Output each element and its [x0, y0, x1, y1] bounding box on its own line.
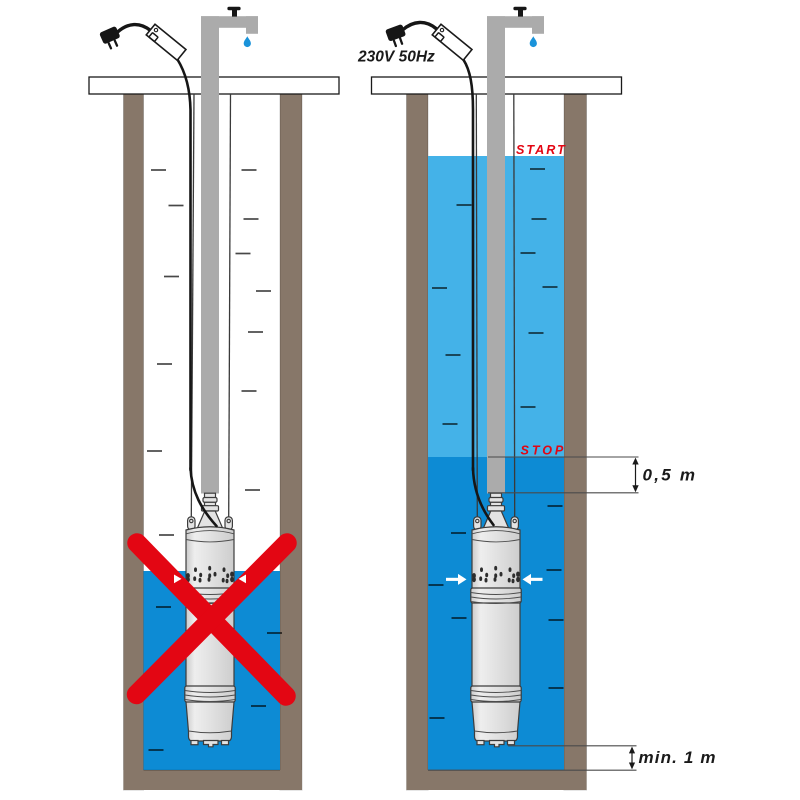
box-shape [145, 23, 187, 62]
flow-arrow-left-in-right-icon [238, 574, 246, 584]
pump-right [470, 492, 522, 748]
power-cable-right-entry [471, 466, 495, 527]
power-cable-left [176, 58, 192, 472]
water-texture-right [428, 168, 564, 719]
safety-rope-line [475, 93, 478, 518]
dimension-arrowhead-up [632, 457, 639, 465]
well-right-floor [406, 770, 587, 790]
power-cable-left-entry [189, 466, 218, 528]
well-right [370, 6, 639, 791]
red-cross-stroke [126, 533, 297, 705]
flow-arrow-head [522, 573, 531, 585]
dimension-arrowhead-down [632, 485, 639, 493]
dimension-stop-depth [488, 457, 639, 494]
flow-arrow-stem [446, 577, 458, 581]
water-drop-right-icon [529, 36, 537, 48]
stop-depth-label: 0,5 m [643, 465, 696, 484]
control-box-right [431, 23, 473, 62]
power-cable-right [462, 58, 475, 472]
start-label: START [516, 143, 566, 157]
red-cross-icon [126, 533, 297, 706]
dimension-arrowhead-down [628, 762, 636, 770]
dimension-bottom-clearance [428, 745, 637, 771]
well-left-floor [123, 770, 302, 790]
safety-rope-right [475, 93, 516, 518]
riser-pipe-left [201, 16, 219, 494]
safety-rope-line [228, 93, 232, 518]
flow-arrow-right-in-right-icon [522, 573, 543, 585]
plug-cable-left [115, 22, 153, 35]
well-left [88, 6, 340, 791]
plug-cable-right [400, 20, 438, 32]
riser-pipe-right [487, 16, 505, 494]
bottom-clearance-label: min. 1 m [639, 748, 717, 767]
safety-rope-line [513, 93, 516, 518]
well-right-wall-right [563, 93, 587, 791]
dimension-arrowhead-up [628, 746, 636, 754]
well-right-wall-left [406, 93, 429, 791]
flow-arrow-head [458, 573, 467, 585]
flow-arrow-right-in-left-icon [446, 573, 467, 585]
box-shape [431, 23, 473, 62]
voltage-label: 230V 50Hz [357, 49, 435, 66]
flow-arrow-left-in-left-icon [174, 574, 182, 584]
water-drop-left-icon [243, 36, 251, 48]
control-box-left [145, 23, 187, 62]
flow-arrow-stem [531, 577, 543, 581]
stop-label: STOP [521, 443, 565, 457]
